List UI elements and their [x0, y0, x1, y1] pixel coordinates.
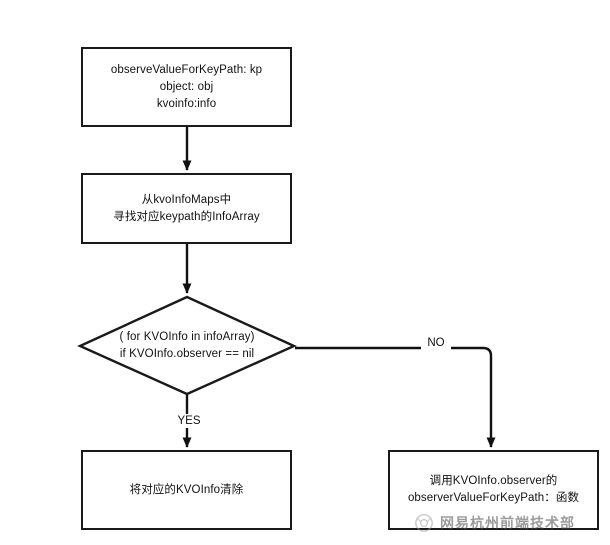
- decision-diamond-shape: [77, 295, 297, 396]
- node-clear[interactable]: 将对应的KVOInfo清除: [81, 450, 292, 530]
- node-decision[interactable]: ( for KVOInfo in infoArray) if KVOInfo.o…: [79, 296, 295, 395]
- edge-decision-no-to-callback: [295, 346, 496, 448]
- node-start-label: observeValueForKeyPath: kp object: obj k…: [110, 63, 263, 110]
- node-callback[interactable]: 调用KVOInfo.observer的 observerValueForKeyP…: [388, 450, 599, 530]
- node-start[interactable]: observeValueForKeyPath: kp object: obj k…: [81, 47, 292, 127]
- node-decision-label: ( for KVOInfo in infoArray) if KVOInfo.o…: [119, 330, 255, 360]
- edge-label-no: NO: [421, 336, 451, 350]
- edge-label-yes: YES: [170, 414, 208, 428]
- node-clear-label: 将对应的KVOInfo清除: [129, 483, 244, 496]
- node-callback-label: 调用KVOInfo.observer的 observerValueForKeyP…: [407, 475, 580, 504]
- node-lookup[interactable]: 从kvoInfoMaps中 寻找对应keypath的InfoArray: [81, 173, 292, 244]
- node-lookup-label: 从kvoInfoMaps中 寻找对应keypath的InfoArray: [113, 193, 260, 223]
